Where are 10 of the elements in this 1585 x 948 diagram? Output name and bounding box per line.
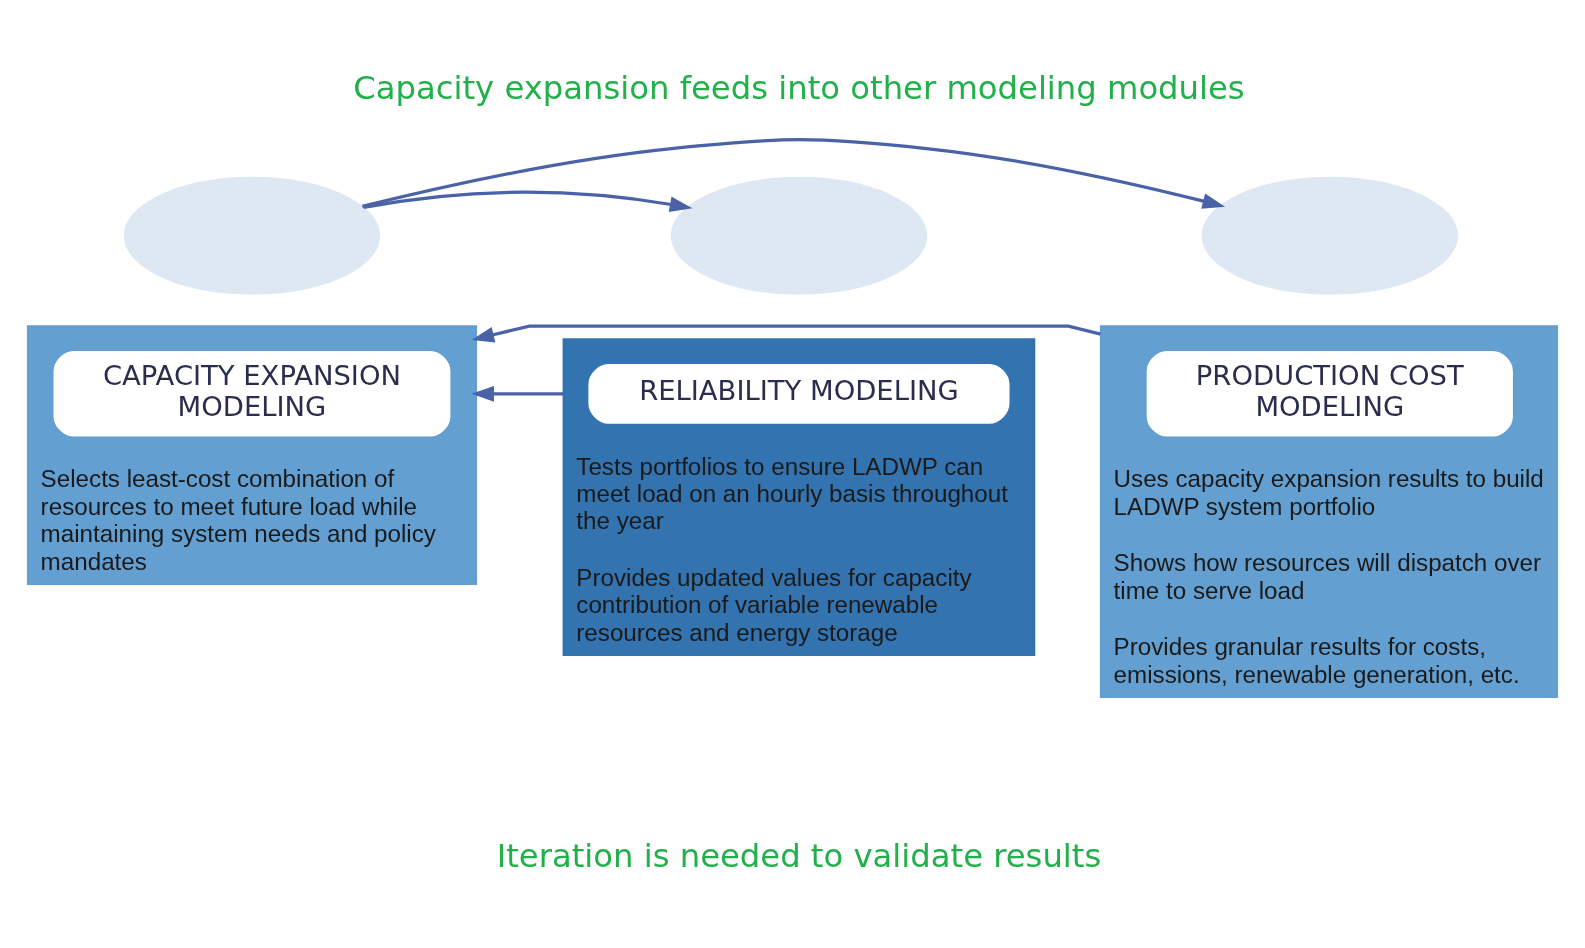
arrow	[471, 385, 564, 402]
node-box: PRODUCTION COST MODELING	[1146, 350, 1513, 437]
label: Iteration is needed to validate results	[496, 836, 1102, 875]
arrow	[471, 323, 1102, 342]
node-box: RELIABILITY MODELING	[588, 363, 1010, 424]
node-box: CAPACITY EXPANSION MODELING	[53, 350, 451, 437]
label: Capacity expansion feeds into other modeling modules	[353, 68, 1245, 107]
node-semicircle	[123, 176, 381, 295]
arrow	[363, 190, 693, 212]
arrow	[361, 137, 1226, 209]
